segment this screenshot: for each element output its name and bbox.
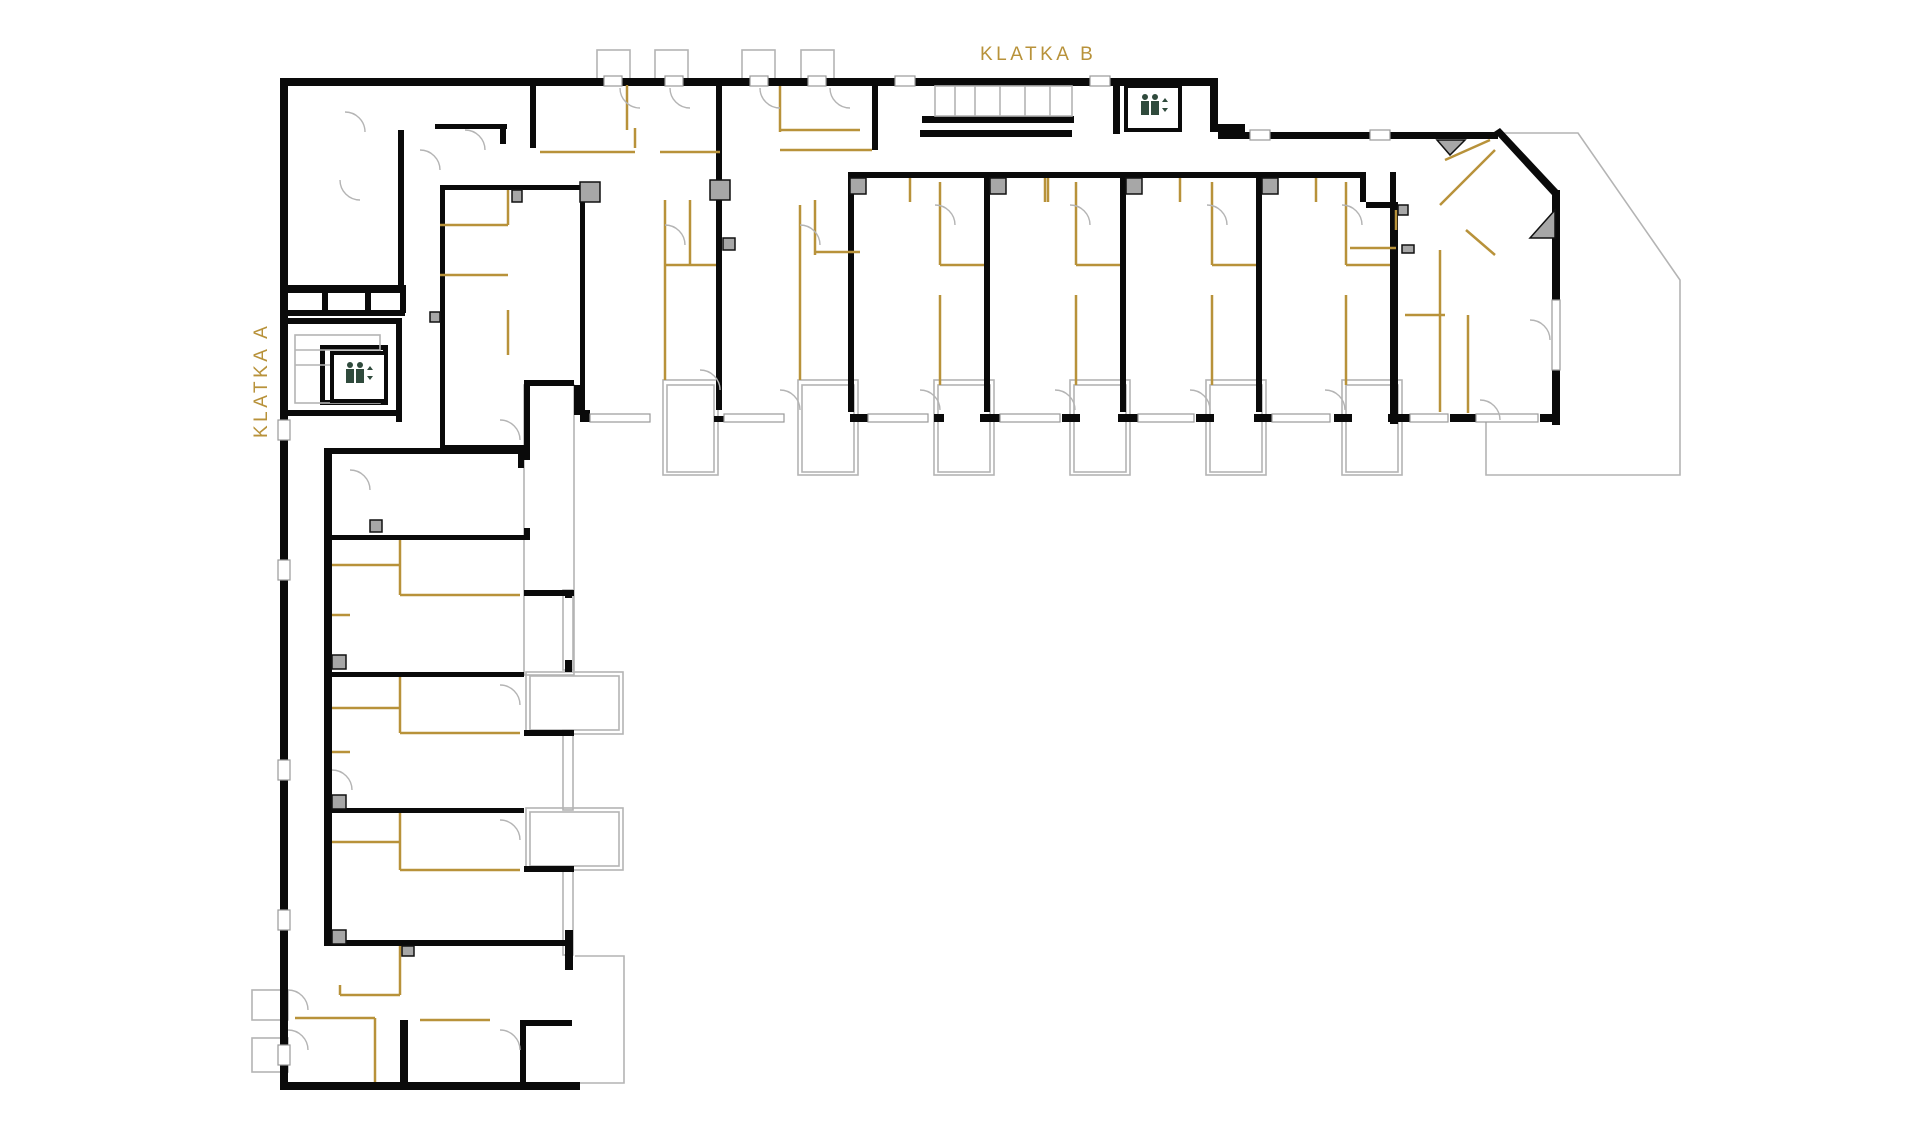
unit-walls-west xyxy=(287,130,580,1086)
elevator-a xyxy=(330,351,388,403)
balconies xyxy=(523,379,1403,956)
facade-windows xyxy=(277,75,1561,1066)
stair-b xyxy=(934,85,1073,117)
elevator-icon xyxy=(1141,94,1168,115)
partitions xyxy=(295,85,1496,1082)
stair-a-label: KLATKA A xyxy=(251,323,272,438)
door-swings xyxy=(287,87,1551,1051)
terrace-outlines xyxy=(251,132,1681,1084)
elevator-b xyxy=(1124,84,1182,132)
shafts xyxy=(331,139,1556,957)
outer-walls xyxy=(280,78,1560,1090)
elevator-icon xyxy=(346,362,373,383)
stair-b-label: KLATKA B xyxy=(980,44,1096,65)
roof-windows xyxy=(596,49,835,81)
unit-walls-north xyxy=(848,172,1560,422)
